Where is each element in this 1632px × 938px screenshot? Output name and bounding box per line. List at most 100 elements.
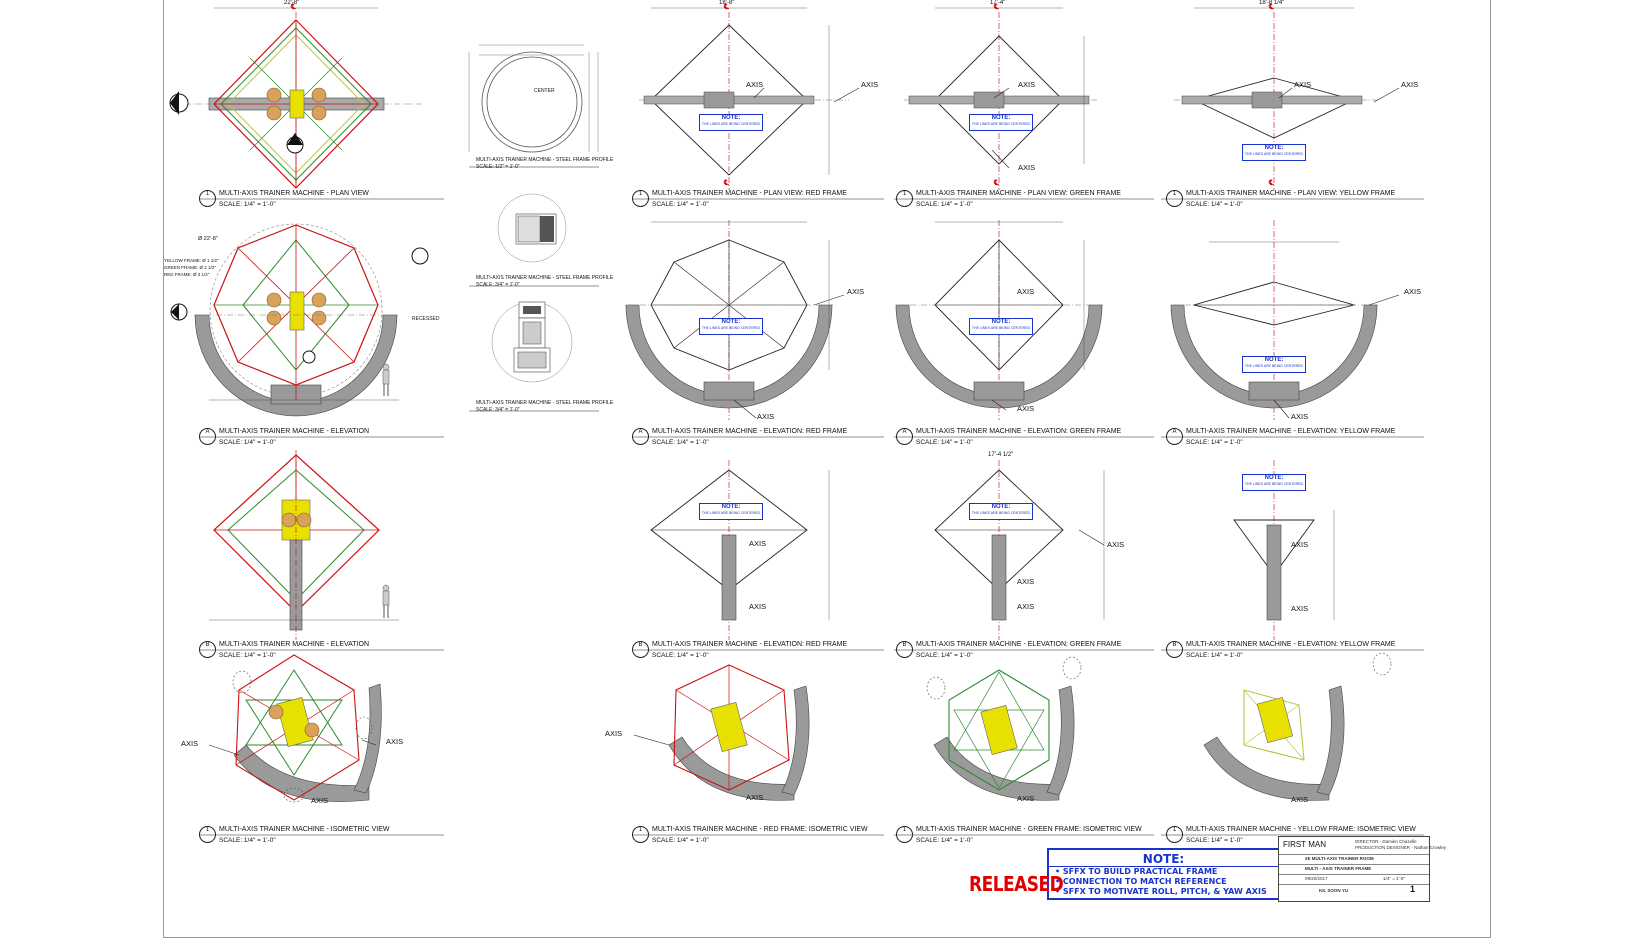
director-credit: DIRECTOR - Damien Chazelle: [1355, 839, 1417, 844]
centerline-symbol: ℄: [1269, 178, 1274, 187]
axis-label: AXIS: [1404, 287, 1422, 296]
set-name: 2E MULTI-AXIS TRAINER ROOM: [1305, 856, 1374, 861]
view-number-bubble: 1: [632, 190, 649, 207]
view-number-bubble: A: [896, 428, 913, 445]
note-heading: NOTE:: [1142, 852, 1185, 866]
axis-label: AXIS: [749, 602, 767, 611]
axis-label: AXIS: [847, 287, 865, 296]
view-number-bubble: B: [199, 641, 216, 658]
drawing-sheet: ℄ ℄ ℄ ℄ ℄ ℄ ℄ 22'-8" 18'-8" 17'-4" 18'-8…: [163, 0, 1491, 938]
frame-red-spec: RED FRAME: Ø 3 1/2": [164, 272, 210, 277]
caption-steel-profile-2: MULTI-AXIS TRAINER MACHINE - STEEL FRAME…: [476, 275, 614, 288]
caption-iso-yellow: MULTI-AXIS TRAINER MACHINE - YELLOW FRAM…: [1186, 826, 1416, 844]
axis-label: AXIS: [1017, 602, 1035, 611]
centerline-symbol: ℄: [994, 178, 999, 187]
drawing-scale: 1/4" = 1'-0": [1383, 876, 1405, 881]
axis-label: AXIS: [1017, 287, 1035, 296]
plan-green-frame-drawing: [904, 7, 1099, 190]
axis-label: AXIS: [605, 729, 623, 738]
note-divider: [1049, 866, 1278, 867]
centered-note: NOTE:THE LINES ARE BEING CENTERED: [1242, 144, 1306, 161]
view-number-bubble: B: [896, 641, 913, 658]
steel-frame-profile-rect: [491, 301, 573, 383]
caption-steel-profile-3: MULTI-AXIS TRAINER MACHINE - STEEL FRAME…: [476, 400, 614, 413]
axis-label: AXIS: [1018, 80, 1036, 89]
caption-elevation-b-green: MULTI-AXIS TRAINER MACHINE - ELEVATION: …: [916, 641, 1122, 659]
caption-steel-profile-1: MULTI-AXIS TRAINER MACHINE - STEEL FRAME…: [476, 157, 614, 170]
view-number-bubble: 1: [1166, 826, 1183, 843]
axis-label: AXIS: [1017, 577, 1035, 586]
steel-frame-profile-square: [497, 193, 567, 263]
centered-note: NOTE:THE LINES ARE BEING CENTERED: [699, 114, 763, 131]
centered-note: NOTE:THE LINES ARE BEING CENTERED: [1242, 356, 1306, 373]
center-label: CENTER: [534, 88, 555, 94]
general-note-box: NOTE: • SFFX TO BUILD PRACTICAL FRAME • …: [1047, 848, 1280, 900]
view-number-bubble: 1: [1166, 190, 1183, 207]
caption-elevation-b-red: MULTI-AXIS TRAINER MACHINE - ELEVATION: …: [652, 641, 848, 659]
axis-label: AXIS: [1291, 795, 1309, 804]
centered-note: NOTE:THE LINES ARE BEING CENTERED: [1242, 474, 1306, 491]
caption-rules: [199, 166, 1424, 836]
centered-note: NOTE:THE LINES ARE BEING CENTERED: [699, 318, 763, 335]
dim-green-width: 17'-4": [990, 0, 1006, 6]
axis-leader-lines: [208, 87, 1400, 756]
frame-green-spec: GREEN FRAME: Ø 2 1/2": [164, 265, 216, 270]
view-number-bubble: 1: [896, 826, 913, 843]
centered-note: NOTE:THE LINES ARE BEING CENTERED: [969, 503, 1033, 520]
designer-credit: PRODUCTION DESIGNER - Nathan Crowley: [1355, 845, 1447, 850]
note-item: • CONNECTION TO MATCH REFERENCE: [1055, 877, 1227, 886]
axis-label: AXIS: [1017, 794, 1035, 803]
released-stamp: RELEASED: [969, 873, 1064, 897]
elevation-b-red-frame-drawing: [650, 460, 830, 640]
iso-view-drawing: [232, 654, 382, 803]
title-block: FIRST MAN DIRECTOR - Damien Chazelle PRO…: [1278, 836, 1446, 902]
caption-elevation-b-yellow: MULTI-AXIS TRAINER MACHINE - ELEVATION: …: [1186, 641, 1396, 659]
centered-note: NOTE:THE LINES ARE BEING CENTERED: [969, 114, 1033, 131]
axis-label: AXIS: [1018, 163, 1036, 172]
centered-note: NOTE:THE LINES ARE BEING CENTERED: [699, 503, 763, 520]
plan-view-drawing: [174, 7, 424, 189]
iso-green-frame-drawing: [926, 656, 1082, 801]
elevation-a-yellow-frame-drawing: [1170, 220, 1379, 420]
caption-elevation-a-green: MULTI-AXIS TRAINER MACHINE - ELEVATION: …: [916, 428, 1122, 446]
caption-iso-red: MULTI-AXIS TRAINER MACHINE - RED FRAME: …: [652, 826, 868, 844]
axis-label: AXIS: [746, 793, 764, 802]
frame-yellow-spec: YELLOW FRAME: Ø 1 1/2": [164, 258, 219, 263]
human-scale-figure-2: [382, 584, 390, 618]
centerline-symbol: ℄: [724, 2, 729, 11]
view-number-bubble: B: [632, 641, 649, 658]
axis-label: AXIS: [861, 80, 879, 89]
caption-plan-green: MULTI-AXIS TRAINER MACHINE - PLAN VIEW: …: [916, 190, 1121, 208]
show-title: FIRST MAN: [1283, 840, 1326, 849]
sheet-number: 1: [1409, 884, 1415, 894]
drawing-name: MULTI - AXIS TRAINER FRAME: [1305, 866, 1372, 871]
axis-label: AXIS: [1291, 412, 1309, 421]
axis-label: AXIS: [757, 412, 775, 421]
caption-iso-green: MULTI-AXIS TRAINER MACHINE - GREEN FRAME…: [916, 826, 1142, 844]
plan-yellow-frame-drawing: [1174, 7, 1379, 190]
caption-plan-red: MULTI-AXIS TRAINER MACHINE - PLAN VIEW: …: [652, 190, 847, 208]
dim-green-width-2: 17'-4 1/2": [988, 452, 1014, 458]
drawing-date: 09/20/2017: [1305, 876, 1328, 881]
view-number-bubble: A: [1166, 428, 1183, 445]
elevation-a-green-frame-drawing: [895, 220, 1104, 420]
caption-plan-yellow: MULTI-AXIS TRAINER MACHINE - PLAN VIEW: …: [1186, 190, 1396, 208]
steel-frame-profile-circle: [468, 44, 599, 153]
centerline-symbol: ℄: [291, 2, 296, 11]
view-number-bubble: 1: [632, 826, 649, 843]
elevation-b-drawing: [209, 450, 399, 640]
view-number-bubble: 1: [896, 190, 913, 207]
view-number-bubble: B: [1166, 641, 1183, 658]
elevation-a-drawing: [170, 223, 429, 417]
section-marker-b: [169, 91, 304, 154]
plan-red-frame-drawing: [639, 7, 849, 190]
dim-plan-width: 22'-8": [284, 0, 300, 6]
centerline-symbol: ℄: [994, 2, 999, 11]
axis-label: AXIS: [1294, 80, 1312, 89]
axis-label: AXIS: [1401, 80, 1419, 89]
human-scale-figure: [382, 363, 390, 396]
axis-label: AXIS: [1291, 540, 1309, 549]
caption-elevation-a-yellow: MULTI-AXIS TRAINER MACHINE - ELEVATION: …: [1186, 428, 1396, 446]
